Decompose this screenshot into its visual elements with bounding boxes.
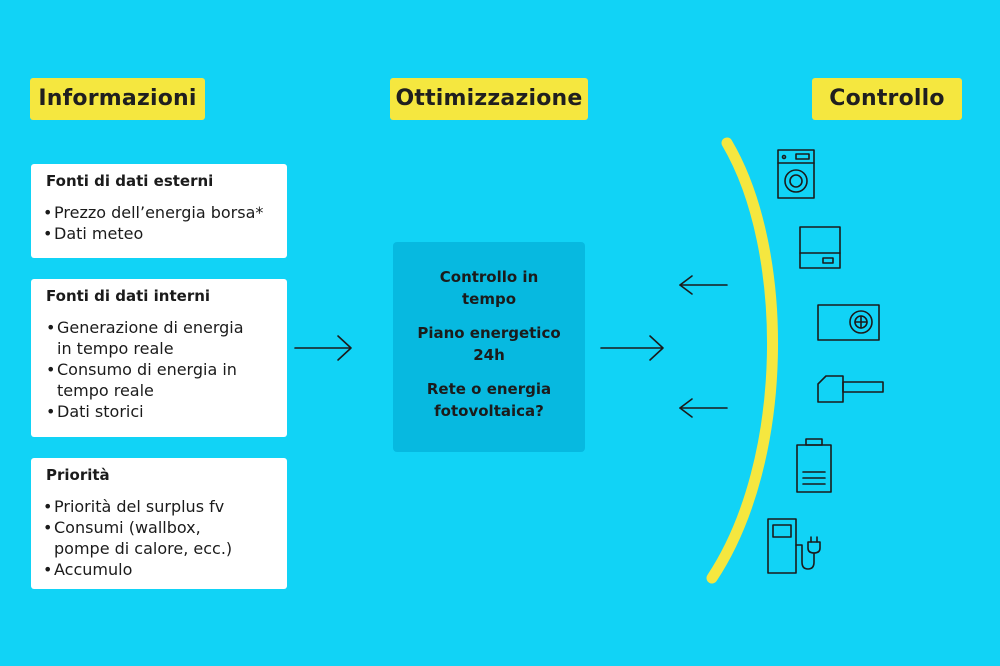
card-external-data: Fonti di dati esterni Prezzo dell’energi… [31,164,287,258]
hot-water-boiler-icon [799,226,841,269]
card-title: Fonti di dati interni [46,287,211,305]
heating-rod-icon [817,375,884,403]
card-list: Prezzo dell’energia borsa* Dati meteo [43,202,275,244]
card-title: Fonti di dati esterni [46,172,214,190]
arrow-right-icon [294,335,352,361]
card-internal-data: Fonti di dati interni Generazione di ene… [31,279,287,437]
arrow-left-icon [679,398,728,418]
optimization-item: Rete o energia fotovoltaica? [426,380,552,420]
card-title: Priorità [46,466,110,484]
optimization-item: Piano energetico 24h [417,324,561,364]
battery-icon [796,438,832,493]
optimization-box: Controllo in tempo Piano energetico 24h … [393,242,585,452]
optimization-item: Controllo in tempo [439,268,539,308]
card-list: Priorità del surplus fv Consumi (wallbox… [43,496,248,580]
card-priorities: Priorità Priorità del surplus fv Consumi… [31,458,287,589]
list-item: Accumulo [43,559,248,580]
arrow-left-icon [679,275,728,295]
control-arc [706,137,778,584]
header-controllo: Controllo [812,78,962,120]
heat-pump-icon [817,304,880,341]
list-item: Consumi (wallbox, pompe di calore, ecc.) [43,517,248,559]
list-item: Dati meteo [43,223,275,244]
arrow-right-icon [600,335,664,361]
list-item: Consumo di energia in tempo reale [46,359,246,401]
list-item: Priorità del surplus fv [43,496,248,517]
header-informazioni: Informazioni [30,78,205,120]
washing-machine-icon [777,149,815,199]
ev-charger-icon [767,518,821,574]
list-item: Generazione di energia in tempo reale [46,317,246,359]
list-item: Dati storici [46,401,246,422]
header-ottimizzazione: Ottimizzazione [390,78,588,120]
list-item: Prezzo dell’energia borsa* [43,202,275,223]
card-list: Generazione di energia in tempo reale Co… [43,317,246,422]
